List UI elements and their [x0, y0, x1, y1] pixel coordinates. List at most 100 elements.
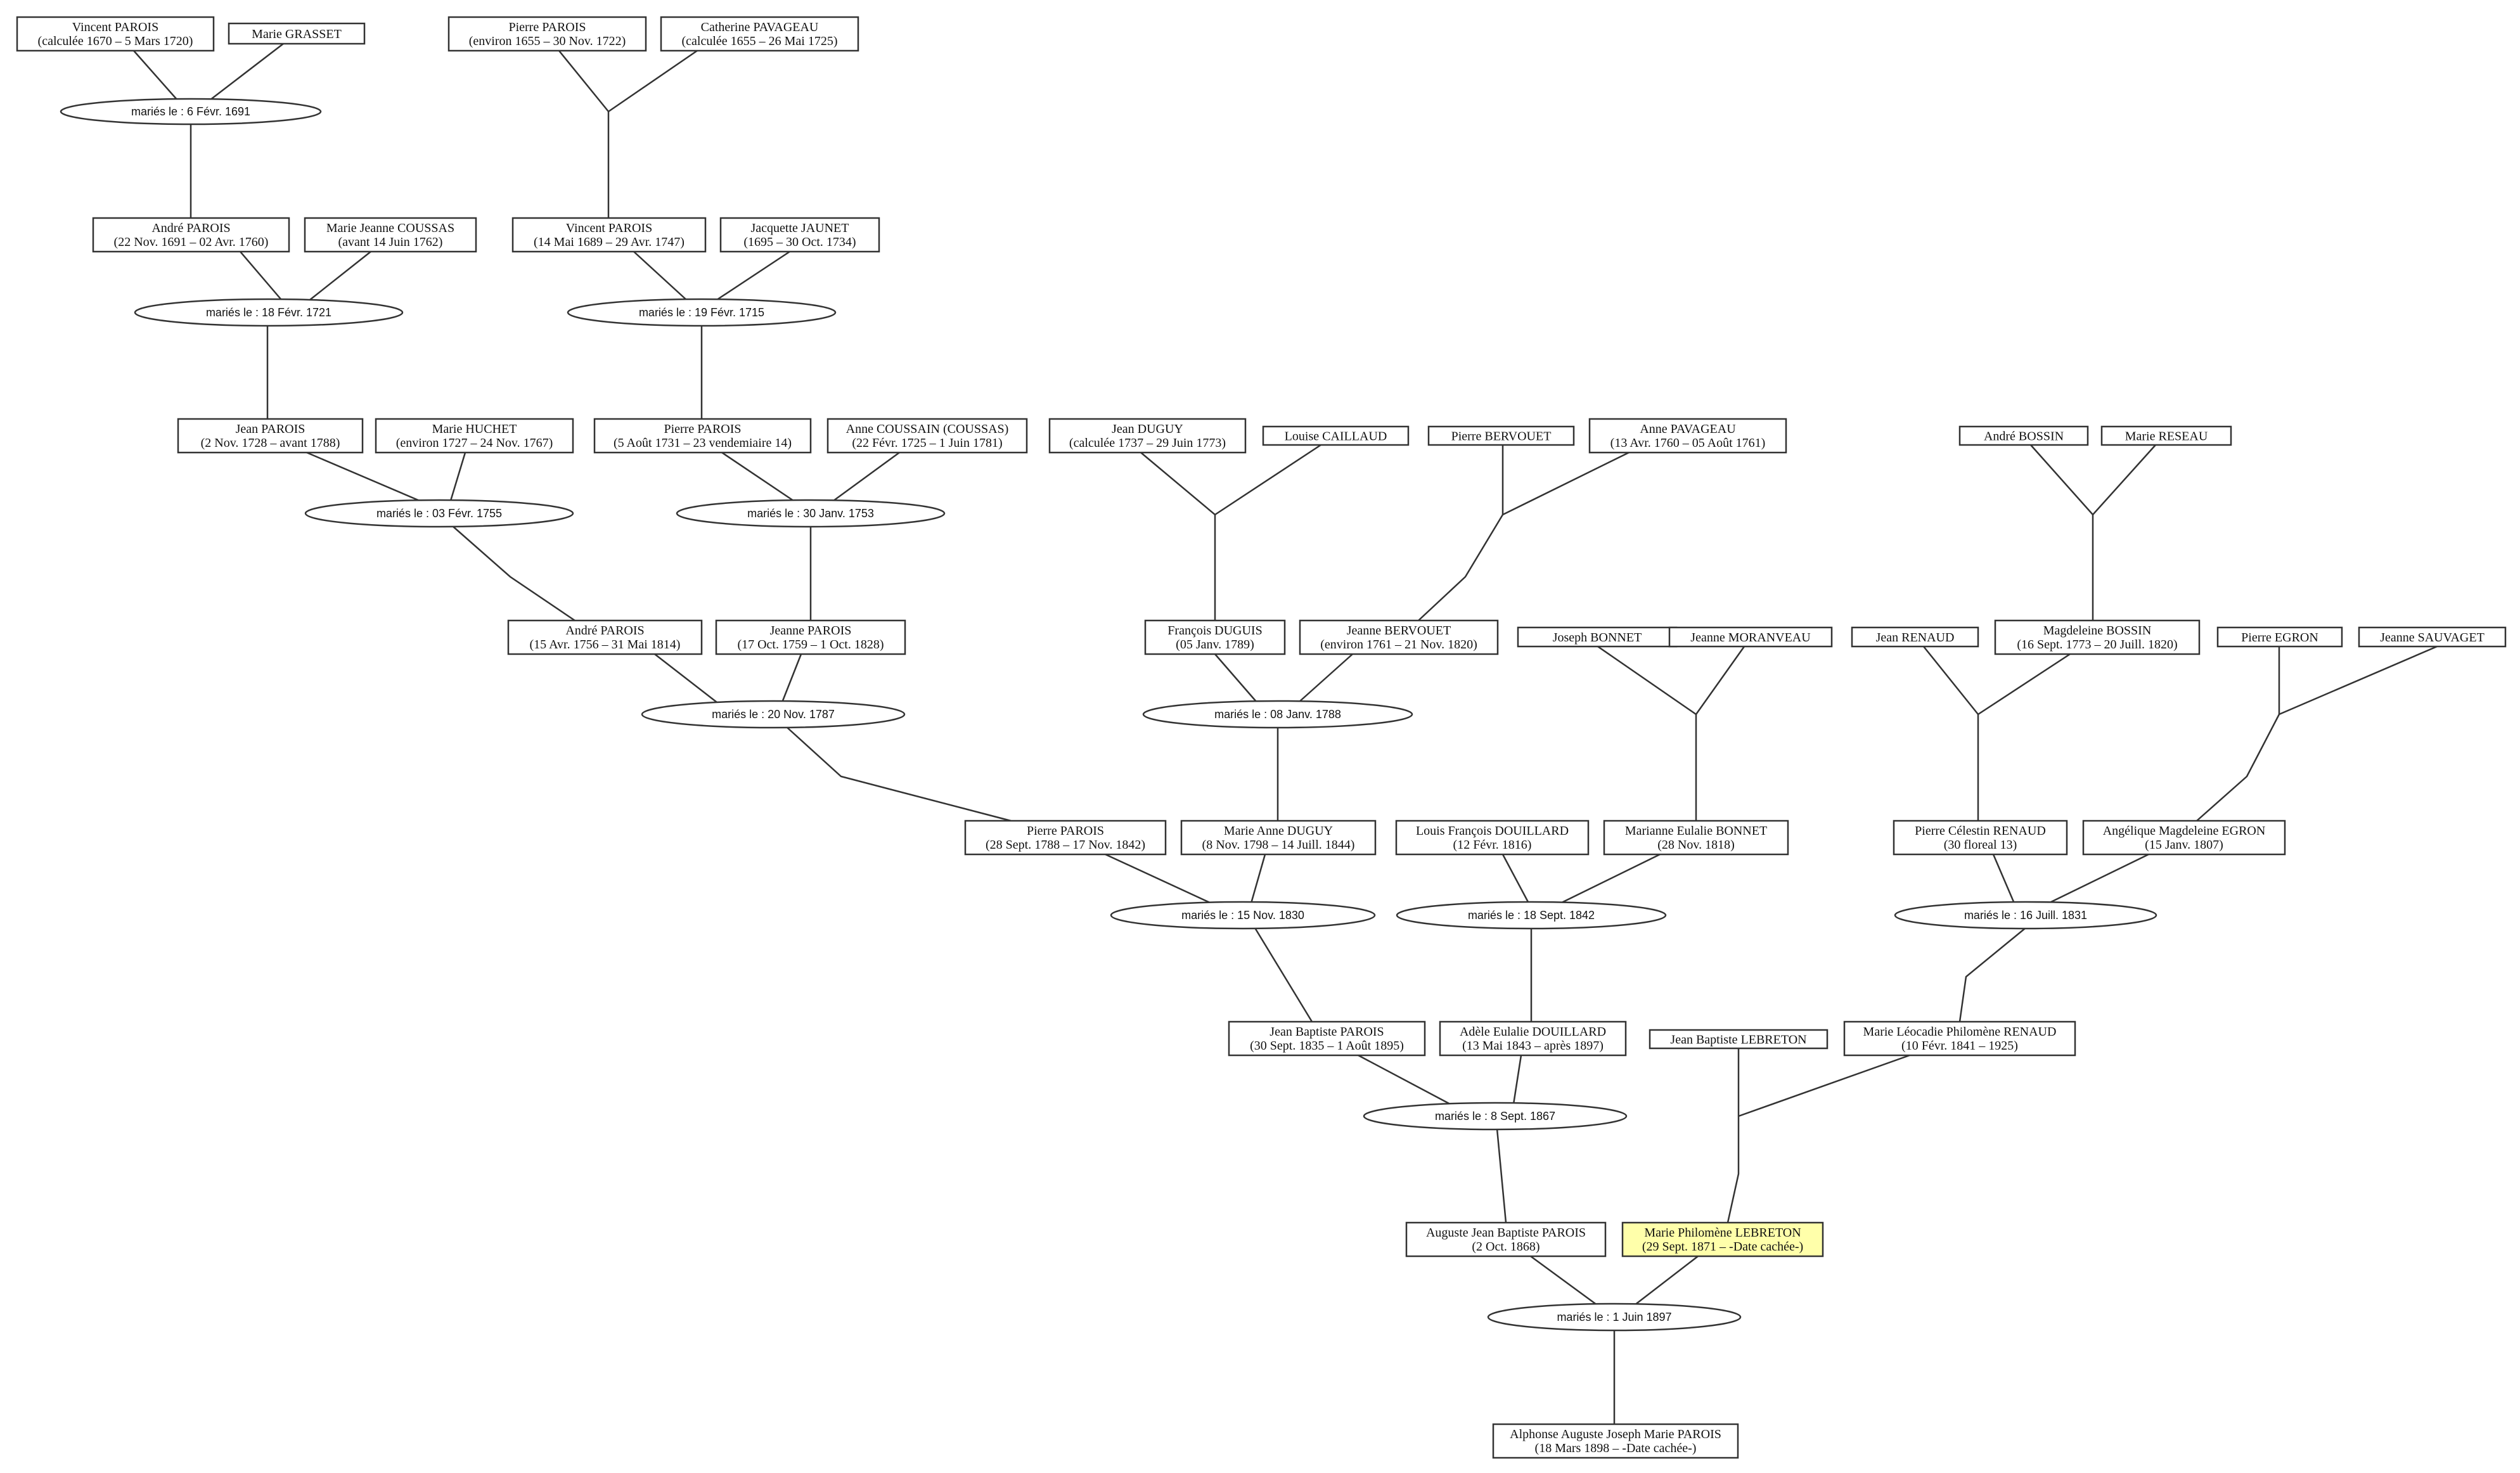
marriage-ellipse [1110, 901, 1376, 930]
person-box[interactable]: Jean RENAUD [1851, 626, 1979, 648]
marriage-node: mariés le : 8 Sept. 1867 [1363, 1102, 1628, 1131]
person-box[interactable]: Anne COUSSAIN (COUSSAS)(22 Févr. 1725 – … [826, 418, 1028, 454]
person-box[interactable]: André PAROIS(22 Nov. 1691 – 02 Avr. 1760… [92, 217, 290, 253]
person-box[interactable]: Jeanne BERVOUET(environ 1761 – 21 Nov. 1… [1299, 619, 1499, 655]
person-box[interactable]: Magdeleine BOSSIN(16 Sept. 1773 – 20 Jui… [1994, 619, 2201, 655]
person-name: Jeanne BERVOUET [1347, 624, 1451, 638]
tree-edge [833, 451, 900, 502]
tree-edge [716, 250, 790, 301]
person-box[interactable]: Louise CAILLAUD [1262, 425, 1410, 446]
person-box[interactable]: Adèle Eulalie DOUILLARD(13 Mai 1843 – ap… [1439, 1020, 1627, 1057]
person-box[interactable]: Pierre Célestin RENAUD(30 floreal 13) [1893, 820, 2068, 856]
marriage-label: mariés le : 1 Juin 1897 [1557, 1311, 1671, 1323]
tree-edge [1634, 1256, 1699, 1306]
person-dates: (environ 1655 – 30 Nov. 1722) [469, 34, 626, 48]
person-box[interactable]: François DUGUIS(05 Janv. 1789) [1144, 619, 1286, 655]
tree-edge [1298, 653, 1353, 703]
tree-edge [209, 43, 284, 101]
tree-edge [1512, 1055, 1522, 1105]
tree-edge [558, 49, 698, 113]
tree-edge [1923, 646, 2071, 716]
person-box[interactable]: Marie HUCHET(environ 1727 – 24 Nov. 1767… [375, 418, 574, 454]
person-name: Anne COUSSAIN (COUSSAS) [846, 422, 1009, 436]
person-name: André BOSSIN [1984, 430, 2064, 444]
person-box[interactable]: Pierre EGRON [2216, 626, 2343, 648]
marriage-node: mariés le : 18 Sept. 1842 [1396, 901, 1667, 930]
person-box[interactable]: Jean Baptiste PAROIS(30 Sept. 1835 – 1 A… [1228, 1020, 1426, 1057]
person-dates: (30 floreal 13) [1944, 838, 2017, 852]
marriage-label: mariés le : 03 Févr. 1755 [376, 507, 502, 520]
person-box-frame [719, 217, 880, 253]
marriage-node: mariés le : 08 Janv. 1788 [1142, 700, 1413, 729]
person-box[interactable]: Joseph BONNET [1517, 626, 1678, 648]
person-name: Jean RENAUD [1876, 631, 1955, 645]
person-box[interactable]: Jean PAROIS(2 Nov. 1728 – avant 1788) [177, 418, 364, 454]
person-box[interactable]: Marie Jeanne COUSSAS(avant 14 Juin 1762) [304, 217, 477, 253]
person-box-frame [1299, 619, 1499, 655]
person-name: Pierre PAROIS [664, 422, 741, 436]
person-box[interactable]: Pierre PAROIS(28 Sept. 1788 – 17 Nov. 18… [964, 820, 1167, 856]
person-box[interactable]: Auguste Jean Baptiste PAROIS(2 Oct. 1868… [1405, 1221, 1607, 1258]
person-dates: (05 Janv. 1789) [1176, 638, 1254, 652]
person-box[interactable]: Jeanne SAUVAGET [2358, 626, 2507, 648]
person-name: Jean Baptiste LEBRETON [1670, 1033, 1806, 1047]
person-name: André PAROIS [151, 221, 230, 235]
tree-edge [306, 451, 420, 502]
person-box[interactable]: Jeanne PAROIS(17 Oct. 1759 – 1 Oct. 1828… [715, 619, 906, 655]
person-box[interactable]: André BOSSIN [1958, 425, 2089, 446]
person-box[interactable]: Marie Philomène LEBRETON(29 Sept. 1871 –… [1621, 1221, 1824, 1258]
person-box[interactable]: Angélique Magdeleine EGRON(15 Janv. 1807… [2082, 820, 2286, 856]
person-box[interactable]: Pierre BERVOUET [1427, 425, 1575, 446]
person-dates: (29 Sept. 1871 – -Date cachée-) [1642, 1240, 1803, 1254]
marriage-node: mariés le : 20 Nov. 1787 [641, 700, 906, 729]
person-box[interactable]: Marie Anne DUGUY(8 Nov. 1798 – 14 Juill.… [1180, 820, 1377, 856]
person-box-frame [1439, 1020, 1627, 1057]
person-box-frame [1517, 626, 1678, 648]
person-name: Jeanne PAROIS [770, 624, 852, 638]
person-box[interactable]: Marianne Eulalie BONNET(28 Nov. 1818) [1603, 820, 1789, 856]
person-name: Marie Jeanne COUSSAS [326, 221, 454, 235]
person-box[interactable]: Pierre PAROIS(5 Août 1731 – 23 vendemiai… [593, 418, 812, 454]
person-box[interactable]: Jacquette JAUNET(1695 – 30 Oct. 1734) [719, 217, 880, 253]
person-box[interactable]: Vincent PAROIS(calculée 1670 – 5 Mars 17… [16, 16, 215, 52]
person-box[interactable]: Anne PAVAGEAU(13 Avr. 1760 – 05 Août 176… [1588, 418, 1787, 454]
marriage-ellipse [304, 499, 574, 528]
tree-edge [1958, 927, 2026, 1022]
person-dates: (environ 1761 – 21 Nov. 1820) [1320, 638, 1477, 652]
person-box[interactable]: Pierre PAROIS(environ 1655 – 30 Nov. 172… [447, 16, 647, 52]
person-box-frame [593, 418, 812, 454]
person-box[interactable]: Louis François DOUILLARD(12 Févr. 1816) [1395, 820, 1590, 856]
person-name: Adèle Eulalie DOUILLARD [1460, 1025, 1606, 1039]
tree-edge [2030, 444, 2156, 516]
marriage-node: mariés le : 1 Juin 1897 [1487, 1303, 1742, 1332]
tree-edge [633, 251, 687, 300]
person-box-frame [1588, 418, 1787, 454]
person-box-frame [1603, 820, 1789, 856]
person-box[interactable]: Jean Baptiste LEBRETON [1649, 1029, 1829, 1050]
person-box[interactable]: Catherine PAVAGEAU(calculée 1655 – 26 Ma… [660, 16, 859, 52]
tree-edge [786, 726, 1012, 822]
marriage-ellipse [641, 700, 906, 729]
person-dates: (30 Sept. 1835 – 1 Août 1895) [1250, 1039, 1404, 1053]
person-box-frame [964, 820, 1167, 856]
person-box-frame [1180, 820, 1377, 856]
person-box-frame [447, 16, 647, 52]
marriage-node: mariés le : 03 Févr. 1755 [304, 499, 574, 528]
person-box-frame [177, 418, 364, 454]
person-box[interactable]: Vincent PAROIS(14 Mai 1689 – 29 Avr. 174… [511, 217, 707, 253]
person-box[interactable]: Jeanne MORANVEAU [1668, 626, 1833, 648]
person-box[interactable]: Alphonse Auguste Joseph Marie PAROIS(18 … [1492, 1423, 1739, 1459]
person-name: Jean PAROIS [236, 422, 305, 436]
person-box[interactable]: Jean DUGUY(calculée 1737 – 29 Juin 1773) [1048, 418, 1247, 454]
marriage-node: mariés le : 6 Févr. 1691 [60, 98, 322, 125]
person-box[interactable]: André PAROIS(15 Avr. 1756 – 31 Mai 1814) [507, 619, 703, 655]
person-box-frame [715, 619, 906, 655]
person-dates: (28 Sept. 1788 – 17 Nov. 1842) [986, 838, 1145, 852]
person-box[interactable]: Marie Léocadie Philomène RENAUD(10 Févr.… [1843, 1020, 2076, 1057]
marriage-ellipse [1142, 700, 1413, 729]
person-box[interactable]: Marie GRASSET [228, 22, 366, 45]
person-name: Jean Baptiste PAROIS [1270, 1025, 1384, 1039]
person-box[interactable]: Marie RESEAU [2100, 425, 2232, 446]
marriage-node: mariés le : 19 Févr. 1715 [567, 298, 837, 327]
tree-edge [1496, 1128, 1507, 1223]
